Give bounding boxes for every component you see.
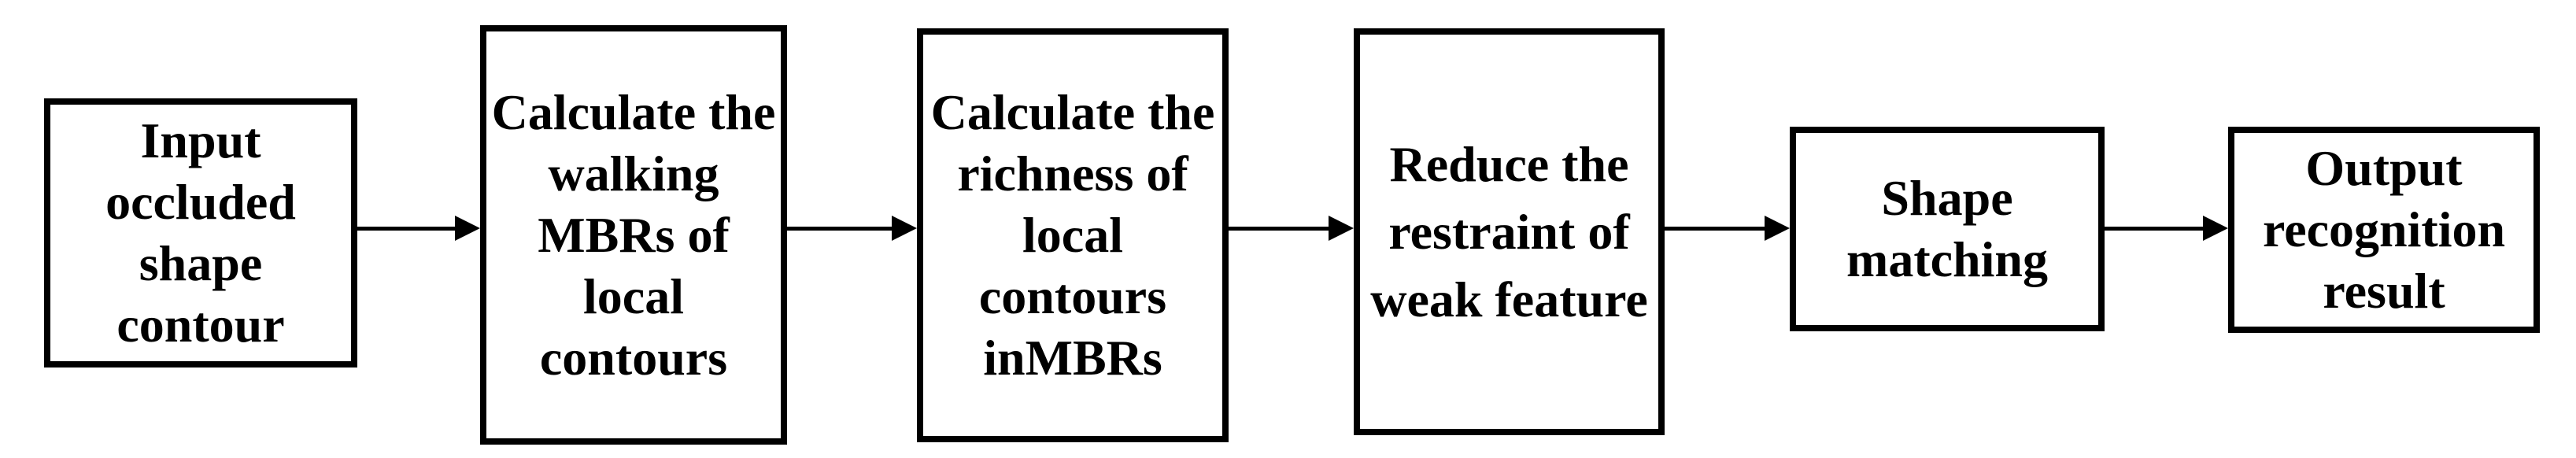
- step-box-calculate-richness: Calculate the richness of local contours…: [917, 28, 1229, 442]
- flow-arrow-2: [787, 216, 917, 241]
- flow-arrow-4: [1665, 216, 1790, 241]
- step-box-calculate-walking-mbrs: Calculate the walking MBRs of local cont…: [480, 25, 787, 445]
- arrow-head-icon: [1765, 216, 1790, 241]
- arrow-shaft: [2105, 227, 2206, 231]
- arrow-head-icon: [455, 216, 480, 241]
- arrow-shaft: [1665, 227, 1768, 231]
- step-label: Input occluded shape contour: [105, 113, 296, 353]
- flow-arrow-1: [357, 216, 480, 241]
- step-label: Shape matching: [1846, 170, 2048, 287]
- arrow-head-icon: [2203, 216, 2228, 241]
- step-label: Reduce the restraint of weak feature: [1370, 135, 1648, 327]
- step-box-output-recognition-result: Output recognition result: [2228, 127, 2540, 333]
- arrow-shaft: [357, 227, 458, 231]
- flow-arrow-5: [2105, 216, 2228, 241]
- step-label: Calculate the walking MBRs of local cont…: [491, 83, 776, 386]
- step-box-reduce-restraint: Reduce the restraint of weak feature: [1354, 28, 1665, 435]
- arrow-head-icon: [892, 216, 917, 241]
- arrow-shaft: [1229, 227, 1332, 231]
- arrow-head-icon: [1329, 216, 1354, 241]
- flow-arrow-3: [1229, 216, 1354, 241]
- step-box-input-occluded-shape-contour: Input occluded shape contour: [44, 98, 357, 368]
- arrow-shaft: [787, 227, 895, 231]
- step-label: Output recognition result: [2262, 140, 2506, 319]
- step-label: Calculate the richness of local contours…: [930, 84, 1215, 386]
- step-box-shape-matching: Shape matching: [1790, 127, 2105, 331]
